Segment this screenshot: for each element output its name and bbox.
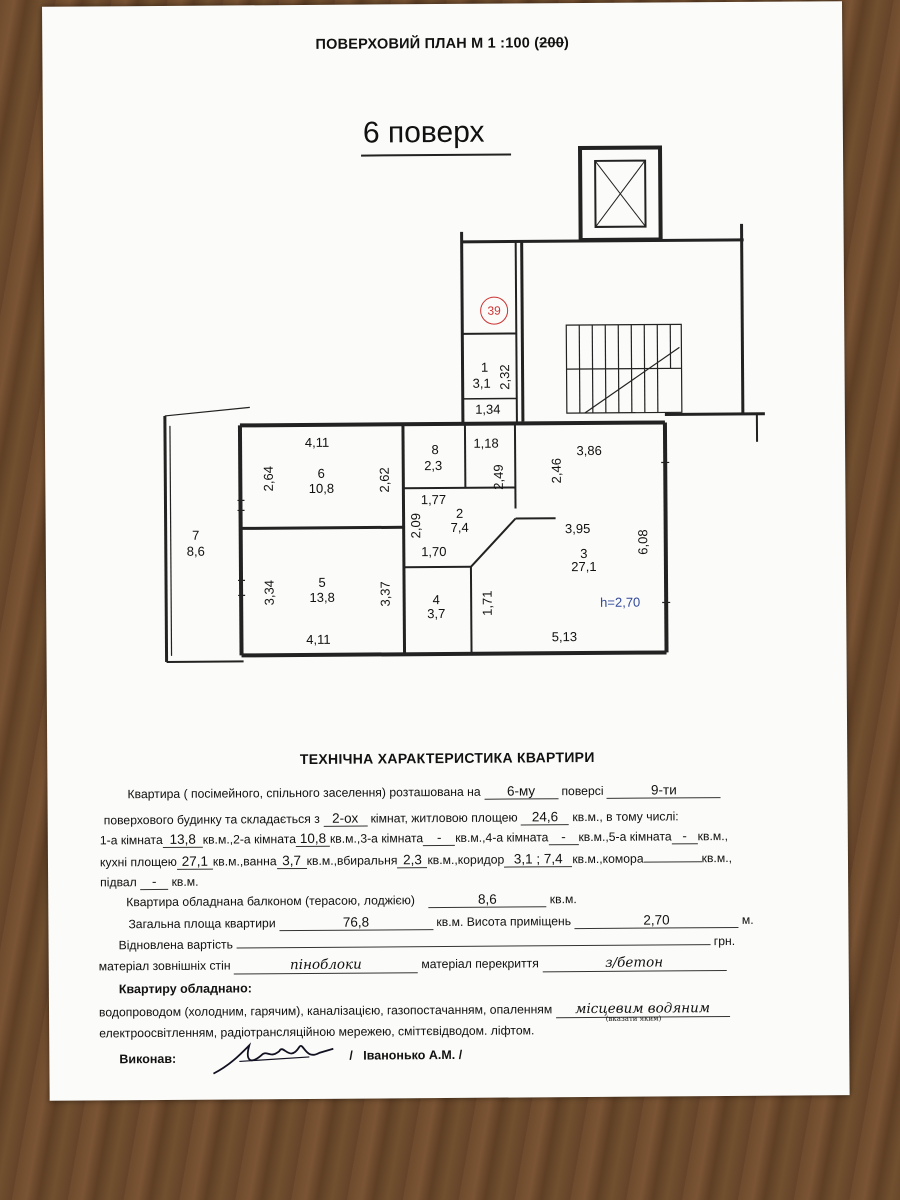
ceiling-height-note: h=2,70 xyxy=(600,594,641,610)
tech-section-title: ТЕХНІЧНА ХАРАКТЕРИСТИКА КВАРТИРИ xyxy=(299,748,595,768)
dim-3-86: 3,86 xyxy=(576,442,602,459)
tech-row-equipment: водопроводом (холодним, гарячим), каналі… xyxy=(99,1000,730,1023)
room1-area-value: 13,8 xyxy=(162,831,203,848)
tech-row-location: Квартира ( посімейного, спільного заселе… xyxy=(127,782,721,802)
room2-area-value: 10,8 xyxy=(295,830,331,848)
executor-label: Виконав: xyxy=(119,1051,177,1067)
room-1-number: 1 xyxy=(480,359,489,375)
dim-3-95: 3,95 xyxy=(564,520,591,537)
toilet-area-value: 2,3 xyxy=(397,852,428,869)
room-5-number: 5 xyxy=(318,574,326,590)
tech-row-materials: матеріал зовнішніх стін піноблоки матері… xyxy=(99,954,727,975)
dim-6-08: 6,08 xyxy=(635,529,651,555)
balcony-area-value: 8,6 xyxy=(428,891,547,909)
dim-2-46: 2,46 xyxy=(548,458,564,484)
living-area-value: 24,6 xyxy=(520,809,570,826)
dim-5-13: 5,13 xyxy=(551,629,578,645)
dim-2-62: 2,62 xyxy=(376,467,392,493)
room-6-number: 6 xyxy=(317,465,325,481)
tech-row-total: Загальна площа квартири 76,8 кв.м. Висот… xyxy=(128,911,754,932)
room-8-number: 8 xyxy=(431,442,439,458)
tech-row-balcony: Квартира обладнана балконом (терасою, ло… xyxy=(126,891,577,910)
room-6-area: 10,8 xyxy=(308,480,335,496)
ceiling-height-value: 2,70 xyxy=(574,911,739,930)
dim-2-49: 2,49 xyxy=(490,464,506,490)
room3-area-value: - xyxy=(423,829,456,847)
room-3-area: 27,1 xyxy=(571,558,597,575)
corridor-area-value: 3,1 ; 7,4 xyxy=(504,851,573,868)
restored-value-field xyxy=(236,944,711,949)
room-5-area: 13,8 xyxy=(309,589,335,605)
total-area-value: 76,8 xyxy=(278,914,434,932)
dim-1-18: 1,18 xyxy=(473,435,499,451)
tech-row-basement: підвал - кв.м. xyxy=(100,873,199,891)
document-sheet: ПОВЕРХОВИЙ ПЛАН М 1 :100 (200) 6 поверх xyxy=(42,1,850,1101)
floor-value: 6-му xyxy=(483,783,559,800)
signature xyxy=(213,1042,334,1075)
wall-material-value: піноблоки xyxy=(233,956,418,975)
heating-type-value: місцевим водяним(вказати яким) xyxy=(555,1000,730,1023)
bathroom-area-value: 3,7 xyxy=(276,852,307,870)
dim-4-11-top: 4,11 xyxy=(304,434,330,450)
room-7-number: 7 xyxy=(192,527,200,543)
room-2-area: 7,4 xyxy=(450,519,469,535)
tech-row-value: Відновлена вартість грн. xyxy=(118,933,736,953)
room-4-area: 3,7 xyxy=(427,605,446,622)
dim-2-32: 2,32 xyxy=(497,364,513,390)
room4-area-value: - xyxy=(548,829,579,846)
room-2-number: 2 xyxy=(455,505,464,521)
dim-3-37: 3,37 xyxy=(377,581,393,607)
basement-area-value: - xyxy=(140,873,169,891)
room-8-area: 2,3 xyxy=(424,458,443,474)
dim-1-77: 1,77 xyxy=(420,491,447,508)
executor-name: Іванонько А.М. xyxy=(363,1047,456,1063)
dim-3-34: 3,34 xyxy=(261,580,277,606)
dim-1-70: 1,70 xyxy=(421,543,447,560)
floor-slab-material-value: з/бетон xyxy=(542,954,727,973)
floor-plan-drawing xyxy=(163,145,765,663)
storage-area-value xyxy=(643,861,702,863)
dim-2-64: 2,64 xyxy=(260,466,276,492)
dim-1-34: 1,34 xyxy=(475,401,501,417)
kitchen-area-value: 27,1 xyxy=(176,853,213,870)
staircase xyxy=(565,323,683,414)
tech-row-rooms: поверхового будинку та складається з 2-о… xyxy=(103,809,679,828)
executor-name-line: / Іванонько А.М. / xyxy=(349,1047,463,1063)
dim-1-71: 1,71 xyxy=(479,590,495,616)
room-1-area: 3,1 xyxy=(472,375,491,391)
dim-2-09: 2,09 xyxy=(408,512,424,539)
room-4-number: 4 xyxy=(432,592,440,608)
room5-area-value: - xyxy=(671,828,698,845)
rooms-count-value: 2-ох xyxy=(323,810,368,827)
equipment-title: Квартиру обладнано: xyxy=(118,981,252,997)
room-7-area: 8,6 xyxy=(186,543,205,559)
apartment-number-badge: 39 xyxy=(480,296,509,325)
heating-type-hint: (вказати яким) xyxy=(605,1014,662,1023)
building-floors-value: 9-ти xyxy=(606,782,721,799)
dim-4-11-bottom: 4,11 xyxy=(306,631,331,647)
